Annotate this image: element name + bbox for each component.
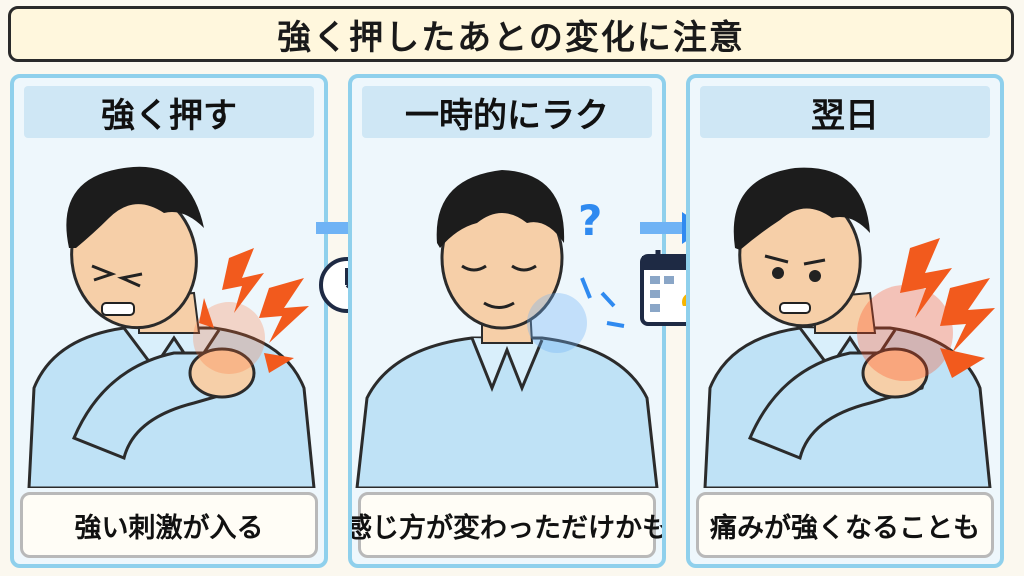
panel-caption: 強い刺激が入る <box>20 492 318 558</box>
title-banner: 強く押したあとの変化に注意 <box>8 6 1014 62</box>
panel-header-label: 強く押す <box>101 95 237 136</box>
relieved-man-illustration <box>355 170 659 488</box>
question-mark-icon: ? <box>578 196 603 245</box>
panel-next-day: 翌日 痛みが強くなることも <box>686 74 1004 568</box>
page-title: 強く押したあとの変化に注意 <box>277 17 745 58</box>
panel-header: 翌日 <box>700 86 990 138</box>
panel-temporary-relief: 一時的にラク ? 感じ方が変わっただけかも <box>348 74 666 568</box>
panel-header-label: 翌日 <box>811 95 879 136</box>
panel-press-hard: 強く押す 強い刺激が入る <box>10 74 328 568</box>
panel-caption: 痛みが強くなることも <box>696 492 994 558</box>
man-in-pain-illustration <box>703 167 995 488</box>
man-pressing-shoulder-illustration <box>27 166 316 488</box>
panel-caption: 感じ方が変わっただけかも <box>352 492 662 558</box>
panel-caption-text: 強い刺激が入る <box>74 512 264 544</box>
panel-header-label: 一時的にラク <box>405 95 609 136</box>
panel-caption-text: 痛みが強くなることも <box>710 512 980 544</box>
panel-header: 一時的にラク <box>362 86 652 138</box>
panel-header: 強く押す <box>24 86 314 138</box>
panel-caption-text: 感じ方が変わっただけかも <box>348 512 666 544</box>
